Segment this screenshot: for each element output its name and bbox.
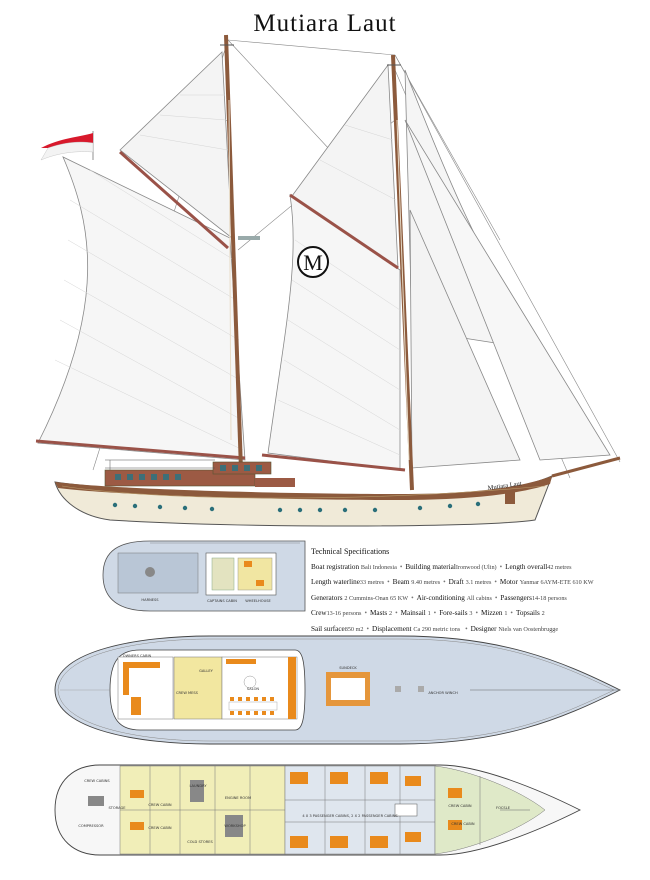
spec-value: 33 metres [359,579,385,586]
flag-icon [40,131,94,161]
main-deck-plan [54,635,622,745]
room-label: STORAGE [108,806,126,810]
spec-value: 1 [427,610,431,617]
spec-label: Topsails [515,609,540,617]
room-label: ENGINE ROOM [224,796,252,800]
spec-value: 14-18 persons [531,594,567,602]
room-label: SUNDECK [339,666,357,670]
separator-icon: • [443,578,446,586]
separator-icon: • [366,624,370,633]
separator-icon: • [499,562,503,571]
spec-label: Draft [448,578,464,586]
spec-value: Bali Indonesia [360,563,397,571]
room-label: COMPRESSOR [78,824,104,828]
logo-monogram: M [303,250,323,275]
specs-heading: Technical Specifications [311,547,390,556]
spec-value: 2 [541,610,545,617]
separator-icon: • [510,609,513,617]
spec-label: Building material [405,562,456,571]
spec-value: Ca 290 metric tons [413,625,461,633]
spec-value: 42 metres [547,563,572,571]
spec-label: Masts [370,609,388,617]
upper-deck-plan [102,540,306,612]
room-label: CREW MESS [176,691,198,695]
lower-deck-plan [54,764,582,856]
separator-icon: • [494,578,497,586]
spec-value: 3 [469,610,473,617]
page-title: Mutiara Laut [253,10,397,37]
spec-label: Mainsail [400,609,426,617]
fore-sail [409,209,521,469]
separator-icon: • [411,593,414,602]
room-label: CAPTAINS CABIN [207,599,237,603]
specs-row: Length waterline33 metres•Beam 9.40 metr… [311,575,641,591]
room-label: WHEELHOUSE [245,599,271,603]
spec-label: Motor [499,578,518,586]
spec-label: Passengers [500,593,532,602]
spec-label: Length waterline [311,578,360,586]
hull-name: Mutiara Laut [487,480,522,492]
spec-value: 2 [388,610,393,617]
separator-icon: • [465,624,468,633]
spec-value: 1 [504,610,508,617]
spec-label: Air-conditioning [416,593,465,602]
room-label: COLD STORES [187,840,213,844]
spec-label: Boat registration [311,562,360,571]
separator-icon: • [399,562,403,571]
spec-label: Designer [470,624,497,633]
specs-row: Boat registration Bali Indonesia•Buildin… [311,560,641,576]
spec-label: Length overall [505,562,548,571]
separator-icon: • [364,609,367,617]
room-label: CREW CABINS [84,779,110,783]
room-label: LAUNDRY [189,784,207,788]
spec-label: Crew [311,609,327,617]
spec-label: Beam [392,578,410,586]
specs-row: Generators 2 Cummins-Onan 65 KW•Air-cond… [311,591,641,607]
spec-value: Ironwood (Ulin) [455,563,497,571]
spec-value: 850 m2 [344,625,364,633]
separator-icon: • [395,609,398,617]
spec-value: All cabins [466,594,492,602]
spec-value: Yanmar 6AYM-ETE 610 KW [519,579,594,586]
room-label: CREW CABIN [148,826,172,830]
spec-value: Niels van Oostenbrugge [498,625,559,633]
room-label: CREW CABIN [148,803,172,807]
jib-sail [404,119,611,461]
fore-gaff-sail: M [261,63,406,472]
spec-label: Mizzen [480,609,503,617]
spec-value: 2 Cummins-Onan 65 KW [344,594,409,602]
room-label: ANCHOR WINCH [428,691,458,695]
aft-gaff-sail [35,51,246,461]
masts [220,34,414,491]
room-label: 4 X 3 PASSENGER CABINS, 2 X 2 PASSENGER … [302,814,398,818]
room-label: OWNERS CABIN [122,654,152,658]
spec-value: 3.1 metres [465,579,492,586]
room-label: HARNESS [141,598,159,602]
deckhouse [104,459,295,487]
spec-value: 13-16 persons [326,610,362,617]
room-label: SALON [246,687,260,691]
separator-icon: • [494,593,498,602]
room-label: CREW CABIN [448,804,472,808]
separator-icon: • [433,609,437,617]
room-label: FOCSLE [496,806,510,810]
spec-label: Generators [311,593,343,602]
room-label: CREW CABIN [451,822,475,826]
spec-label: Displacement [372,624,412,633]
room-label: GALLEY [199,669,213,673]
specs-row: Sail surface850 m2•Displacement Ca 290 m… [311,622,641,638]
room-label: WORKSHOP [224,824,246,828]
spec-label: Fore-sails [439,609,468,617]
specs-row: Crew13-16 persons•Masts 2•Mainsail 1•For… [311,606,641,622]
separator-icon: • [475,609,478,617]
hull: Mutiara Laut [54,456,621,527]
spec-value: 9.40 metres [411,579,441,586]
separator-icon: • [387,578,390,586]
technical-specifications: Technical Specifications Boat registrati… [311,545,641,637]
spec-label: Sail surface [311,624,345,633]
ship-profile-drawing: M [35,34,621,527]
